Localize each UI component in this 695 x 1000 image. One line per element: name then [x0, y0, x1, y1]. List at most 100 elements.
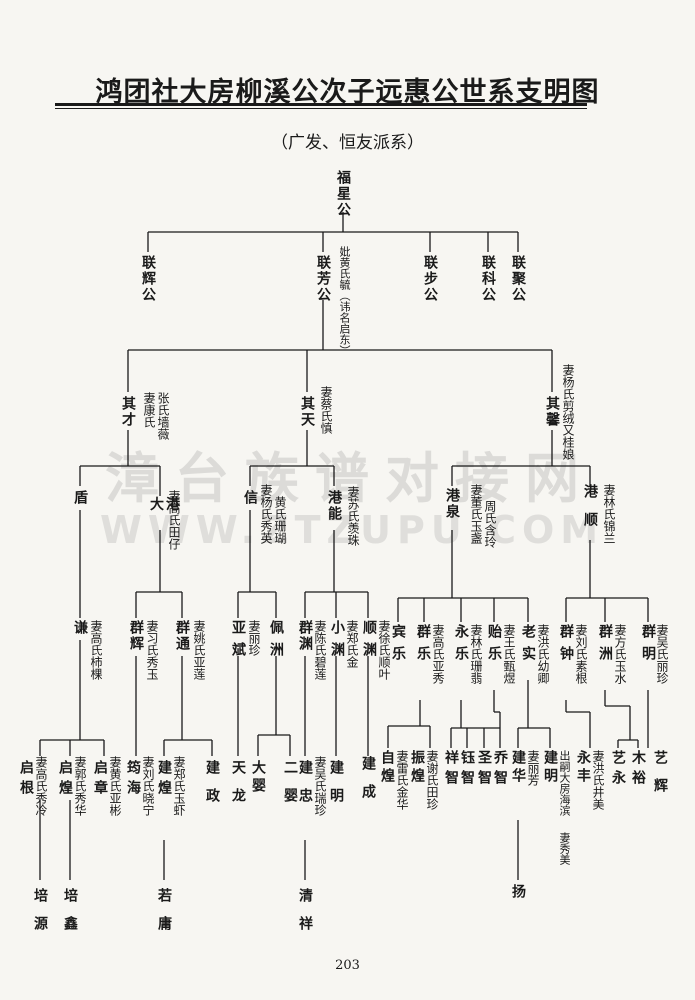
person-xiangzhi: 祥智: [443, 750, 459, 790]
person-junhai: 筠海: [125, 760, 141, 800]
person-lianju: 联聚公: [510, 255, 526, 303]
wife-jianhuang: 妻郑氏玉虾: [172, 756, 186, 816]
wife-gangneng: 妻苏氏羡珠: [346, 486, 360, 546]
person-lianke: 联科公: [480, 255, 496, 303]
wife-jianzhong: 妻吴氏瑞珍: [313, 756, 327, 816]
wife-qicai-zhang: 张氏墙薇: [156, 392, 170, 440]
wife-gangshun: 妻林氏锦兰: [602, 484, 616, 544]
person-jianming-1: 建明: [328, 760, 344, 816]
wife-laoshi: 妻洪氏幼卿: [536, 624, 550, 684]
person-laoshi: 老实: [520, 624, 536, 668]
wife-jianming-2: 妻秀美: [558, 832, 571, 865]
wife-gangquan-zhou: 周氏含玲: [483, 500, 497, 548]
person-binle: 宾乐: [390, 624, 406, 668]
person-zhenhuang: 振煌: [409, 750, 425, 786]
person-yongfeng: 永丰: [575, 750, 591, 786]
person-fuxing: 福星公: [335, 170, 351, 218]
wife-xin-huang: 黄氏珊瑚: [273, 496, 287, 544]
title-underline-thin: [55, 108, 587, 109]
wife-quntong: 妻姚氏亚莲: [192, 620, 206, 680]
person-gangquan: 港泉: [444, 488, 460, 520]
person-lianbu: 联步公: [422, 255, 438, 303]
person-dagang: 大港: [150, 497, 182, 513]
wife-zhenhuang: 妻谢氏田珍: [425, 750, 439, 810]
person-qunming: 群明: [640, 624, 656, 668]
person-peizhou: 佩洲: [268, 620, 284, 664]
watermark-chinese: 漳台族谱对接网: [105, 446, 595, 510]
person-xin: 信: [242, 490, 258, 506]
page-title: 鸿团社大房柳溪公次子远惠公世系支明图: [95, 77, 600, 108]
wife-qunzhong: 妻刘氏素根: [574, 624, 588, 684]
person-qihuang: 启煌: [57, 760, 73, 800]
wife-yongle: 妻林氏珊翡: [469, 624, 483, 684]
person-gangshun: 港顺: [582, 484, 598, 540]
person-yuzhi: 钰智: [459, 750, 475, 790]
wife-qixin: 妻杨氏剪绒又桂娘: [561, 364, 575, 460]
wife-gangquan-dong: 妻董氏玉盏: [469, 484, 483, 544]
wife-jianhua: 妻丽芳: [526, 750, 540, 786]
person-zihuang: 自煌: [379, 750, 395, 786]
note-jianming-adopted: 出嗣大房海滨: [558, 750, 571, 816]
wife-qitian: 妻蔡氏慎: [319, 386, 333, 434]
wife-junhai: 妻刘氏晓宁: [141, 756, 155, 816]
person-yiyong: 艺永: [610, 750, 626, 790]
wife-xiaoyuan: 妻郑氏金: [345, 620, 359, 668]
person-tianlong: 天龙: [230, 760, 246, 816]
person-jianming-2: 建明: [542, 750, 558, 786]
person-yang: 扬: [510, 884, 526, 900]
wife-dagang: 妻高氏田仔: [167, 490, 181, 550]
person-dun: 盾: [72, 490, 88, 506]
person-qingxiang: 清祥: [297, 888, 313, 944]
person-qunzhou: 群洲: [597, 624, 613, 668]
wife-yabin: 妻丽珍: [247, 620, 261, 656]
wife-qizhang: 妻黄氏亚彬: [108, 756, 122, 816]
person-gangneng: 港能: [326, 490, 342, 522]
person-yabin: 亚斌: [230, 620, 246, 664]
person-jianzheng: 建政: [204, 760, 220, 816]
person-lianfang: 联芳公: [315, 255, 331, 303]
person-qigen: 启根: [18, 760, 34, 800]
wife-qunming: 妻吴氏丽珍: [655, 624, 669, 684]
page-number: 203: [335, 958, 360, 973]
person-jianzhong: 建忠: [297, 760, 313, 816]
person-qitian: 其天: [299, 396, 315, 428]
person-yile: 贻乐: [486, 624, 502, 668]
person-qunzhong: 群钟: [558, 624, 574, 668]
person-jiancheng: 建成: [360, 756, 376, 812]
person-yongle: 永乐: [453, 624, 469, 668]
wife-xin-yang: 妻杨氏秀英: [259, 484, 273, 544]
person-quntong: 群通: [174, 620, 190, 652]
person-muyu: 木裕: [630, 750, 646, 790]
person-qizhang: 启章: [92, 760, 108, 800]
person-peixin: 培鑫: [62, 888, 78, 944]
person-shengzhi: 圣智: [476, 750, 492, 790]
wife-shunyuan: 妻徐氏顺叶: [377, 620, 391, 680]
watermark-url: WWW.ZTZUPU.COM: [100, 508, 605, 552]
person-jianhua: 建华: [510, 750, 526, 786]
wife-yongfeng: 妻洪氏井美: [591, 750, 605, 810]
wife-qunhui: 妻习氏秀玉: [145, 620, 159, 680]
person-qunle: 群乐: [415, 624, 431, 668]
wife-qigen: 妻高氏秀冷: [34, 756, 48, 816]
person-qiaozhi: 乔智: [492, 750, 508, 790]
person-shunyuan: 顺渊: [361, 620, 377, 664]
wife-qunle: 妻高氏亚秀: [431, 624, 445, 684]
person-qicai: 其才: [120, 396, 136, 428]
person-erying: 二婴: [282, 760, 298, 816]
person-xiaoyuan: 小渊: [329, 620, 345, 664]
wife-qunyuan: 妻陈氏碧莲: [313, 620, 327, 680]
person-jianhuang: 建煌: [156, 760, 172, 800]
person-qian: 谦: [72, 620, 88, 636]
wife-qihuang: 妻郭氏秀华: [73, 756, 87, 816]
wife-zihuang: 妻雷氏金华: [395, 750, 409, 810]
wife-qunzhou: 妻方氏玉水: [613, 624, 627, 684]
person-qixin: 其馨: [544, 396, 560, 428]
page-subtitle: （广发、恒友派系）: [271, 133, 424, 153]
wife-qicai-kang: 妻康氏: [142, 392, 156, 428]
person-yihui: 艺辉: [652, 750, 668, 806]
person-lianhui: 联辉公: [140, 255, 156, 303]
wife-lianfang: 妣黄氏毓（讳名启东）: [338, 246, 351, 356]
person-ruoyong: 若庸: [156, 888, 172, 944]
